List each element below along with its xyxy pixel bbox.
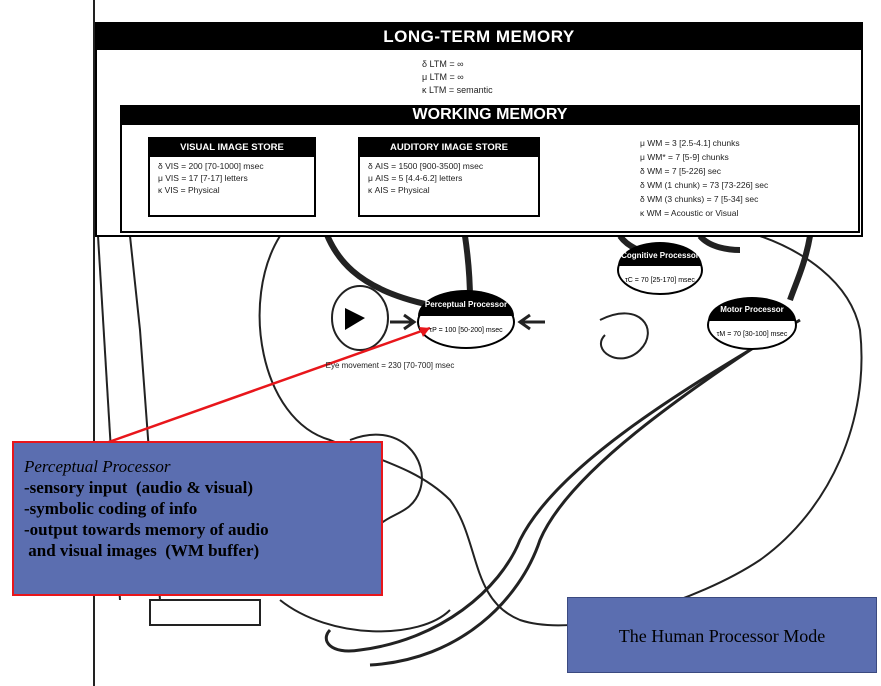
ltm-params: δ LTM = ∞ μ LTM = ∞ κ LTM = semantic [422, 58, 493, 97]
perceptual-processor [417, 290, 515, 349]
pointer-arrowhead [419, 327, 430, 337]
pointer-line [105, 326, 431, 445]
perceptual-processor-time: τP = 100 [50-200] msec [429, 327, 503, 334]
hand-outline [349, 433, 423, 541]
info-line: and visual images (WM buffer) [24, 541, 260, 560]
motor-processor [707, 297, 797, 350]
perceptual-processor-info-box: Perceptual Processor -sensory input (aud… [12, 441, 383, 596]
wm-param: κ WM = Acoustic or Visual [640, 208, 739, 218]
vis-param: δ VIS = 200 [70-1000] msec [158, 161, 264, 171]
pupil-icon [345, 308, 365, 330]
ltm-param: μ LTM = ∞ [422, 72, 464, 82]
ais-param: μ AIS = 5 [4.4-6.2] letters [368, 173, 463, 183]
cognitive-processor [617, 242, 703, 295]
visual-image-store: VISUAL IMAGE STORE δ VIS = 200 [70-1000]… [148, 137, 316, 217]
wm-param: δ WM (3 chunks) = 7 [5-34] sec [640, 194, 759, 204]
ear-outline [599, 312, 649, 360]
head-outline [258, 235, 863, 627]
slide-caption: The Human Processor Mode [567, 597, 877, 673]
wm-param: μ WM* = 7 [5-9] chunks [640, 152, 729, 162]
cognitive-processor-label: Cognitive Processor [621, 251, 699, 260]
keyboard-outline [149, 599, 261, 626]
info-line: -symbolic coding of info [24, 499, 198, 518]
cognitive-processor-time: τC = 70 [25-170] msec [625, 277, 695, 284]
eye-movement-label: Eye movement = 230 [70-700] msec [326, 361, 455, 370]
motor-processor-label: Motor Processor [720, 305, 784, 314]
auditory-image-store: AUDITORY IMAGE STORE δ AIS = 1500 [900-3… [358, 137, 540, 217]
vis-param: κ VIS = Physical [158, 185, 220, 195]
motor-processor-time: τM = 70 [30-100] msec [717, 331, 788, 338]
ais-param: κ AIS = Physical [368, 185, 430, 195]
vis-params: δ VIS = 200 [70-1000] msec μ VIS = 17 [7… [150, 157, 314, 199]
info-line: -output towards memory of audio [24, 520, 269, 539]
ltm-title: LONG-TERM MEMORY [97, 24, 861, 50]
eye-outline [331, 285, 389, 351]
vis-param: μ VIS = 17 [7-17] letters [158, 173, 248, 183]
wm-params: μ WM = 3 [2.5-4.1] chunks μ WM* = 7 [5-9… [640, 136, 768, 220]
info-heading: Perceptual Processor [24, 457, 171, 476]
ais-params: δ AIS = 1500 [900-3500] msec μ AIS = 5 [… [360, 157, 538, 199]
wm-param: δ WM = 7 [5-226] sec [640, 166, 722, 176]
ltm-param: δ LTM = ∞ [422, 59, 464, 69]
wm-title: WORKING MEMORY [120, 105, 860, 125]
ais-title: AUDITORY IMAGE STORE [360, 139, 538, 157]
wm-param: δ WM (1 chunk) = 73 [73-226] sec [640, 180, 769, 190]
ais-param: δ AIS = 1500 [900-3500] msec [368, 161, 484, 171]
info-line: -sensory input (audio & visual) [24, 478, 254, 497]
vis-title: VISUAL IMAGE STORE [150, 139, 314, 157]
wm-param: μ WM = 3 [2.5-4.1] chunks [640, 138, 740, 148]
ltm-param: κ LTM = semantic [422, 85, 493, 95]
perceptual-processor-label: Perceptual Processor [425, 300, 507, 309]
motor-path [324, 318, 801, 653]
